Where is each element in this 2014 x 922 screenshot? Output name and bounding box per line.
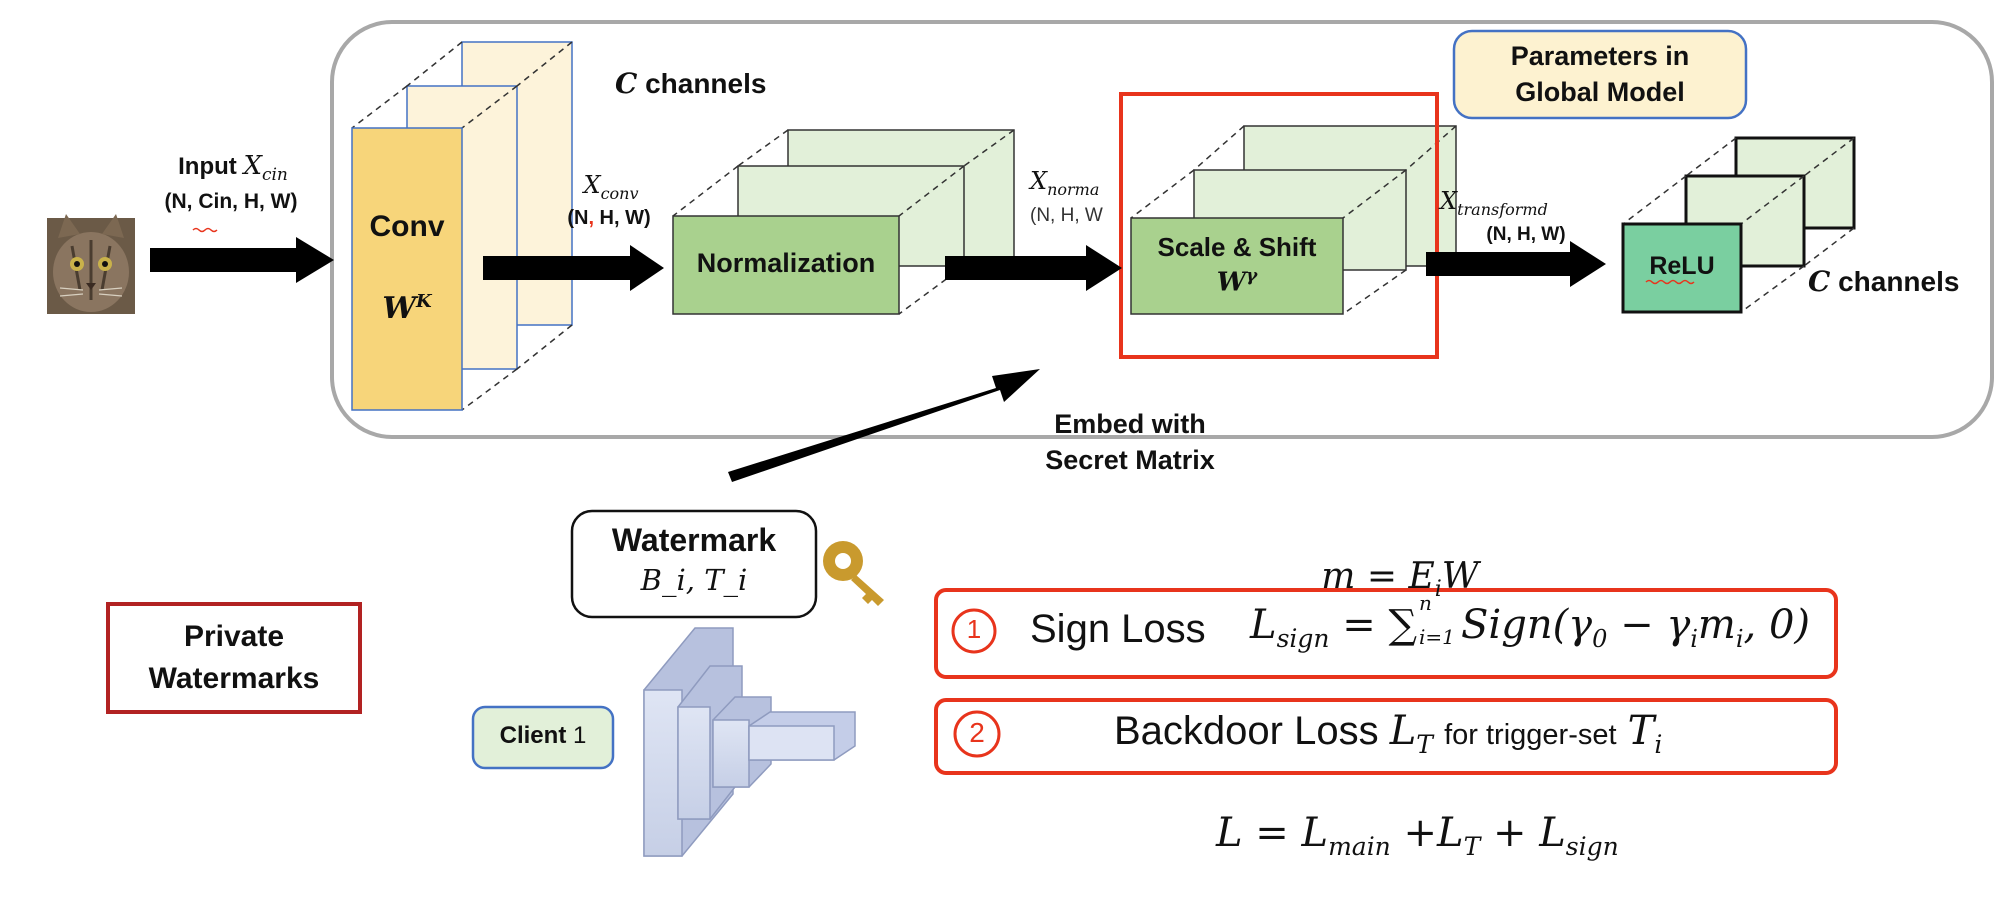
x-trans-dims: (N, H, W) bbox=[1486, 224, 1566, 245]
x-conv-dims: (N, H, W) bbox=[567, 207, 651, 229]
network-icon bbox=[643, 627, 856, 857]
private-watermarks-label: Private Watermarks bbox=[148, 620, 320, 695]
param-box-label: Parameters in Global Model bbox=[1510, 41, 1690, 108]
global-model-frame bbox=[330, 20, 1994, 439]
x-trans-label: Xtransformd bbox=[1440, 187, 1548, 219]
x-conv-label: Xconv bbox=[583, 171, 639, 203]
backdoor-loss-box-shape bbox=[934, 698, 1838, 775]
scale-shift-weight: Wγ bbox=[1216, 266, 1258, 298]
scale-shift-stack bbox=[1130, 125, 1457, 315]
x-norm-dims: (N, H, W bbox=[1030, 205, 1103, 226]
relu-underline bbox=[1645, 279, 1695, 285]
backdoor-loss-formula: Backdoor Loss LT for trigger-set Ti bbox=[1114, 708, 1663, 759]
input-dims: (N, Cin, H, W) bbox=[164, 190, 298, 213]
normalization-label: Normalization bbox=[696, 248, 876, 278]
param-box-shape bbox=[1452, 29, 1748, 120]
x-norm-label: Xnorma bbox=[1030, 167, 1100, 199]
relu-stack bbox=[1621, 136, 1856, 314]
input-label: Input Xcin bbox=[178, 151, 288, 185]
sign-loss-label: Sign Loss bbox=[1030, 607, 1206, 651]
scale-shift-highlight bbox=[1119, 92, 1439, 359]
loss2-circle bbox=[953, 710, 1001, 758]
conv-weight: WK bbox=[382, 291, 432, 326]
loss2-number: 2 bbox=[969, 717, 985, 748]
cin-underline bbox=[192, 227, 218, 233]
watermark-title: Watermark bbox=[611, 522, 777, 558]
flow-arrows bbox=[150, 237, 1606, 482]
scale-shift-label: Scale & Shift bbox=[1157, 232, 1317, 262]
normalization-stack bbox=[672, 129, 1015, 315]
private-box-shape bbox=[106, 602, 362, 714]
loss1-number: 1 bbox=[966, 614, 982, 644]
channels-top-label: C channels bbox=[615, 67, 767, 100]
watermark-formula: B_i, T_i bbox=[640, 563, 748, 597]
relu-label: ReLU bbox=[1649, 252, 1715, 280]
m-equation: m = EiW bbox=[1321, 556, 1479, 603]
sign-loss-box-shape bbox=[934, 588, 1838, 679]
cat-image bbox=[47, 214, 135, 314]
key-icon bbox=[823, 541, 884, 606]
channels-right-label: C channels bbox=[1808, 265, 1960, 298]
loss1-circle bbox=[951, 608, 997, 654]
client-box-shape bbox=[471, 705, 615, 770]
embed-label: Embed with Secret Matrix bbox=[1045, 409, 1215, 476]
total-loss-formula: L = Lmain +LT + Lsign bbox=[1216, 810, 1619, 861]
conv-label: Conv bbox=[369, 210, 445, 243]
watermark-box-shape bbox=[570, 509, 818, 619]
client-label: Client 1 bbox=[499, 722, 587, 749]
